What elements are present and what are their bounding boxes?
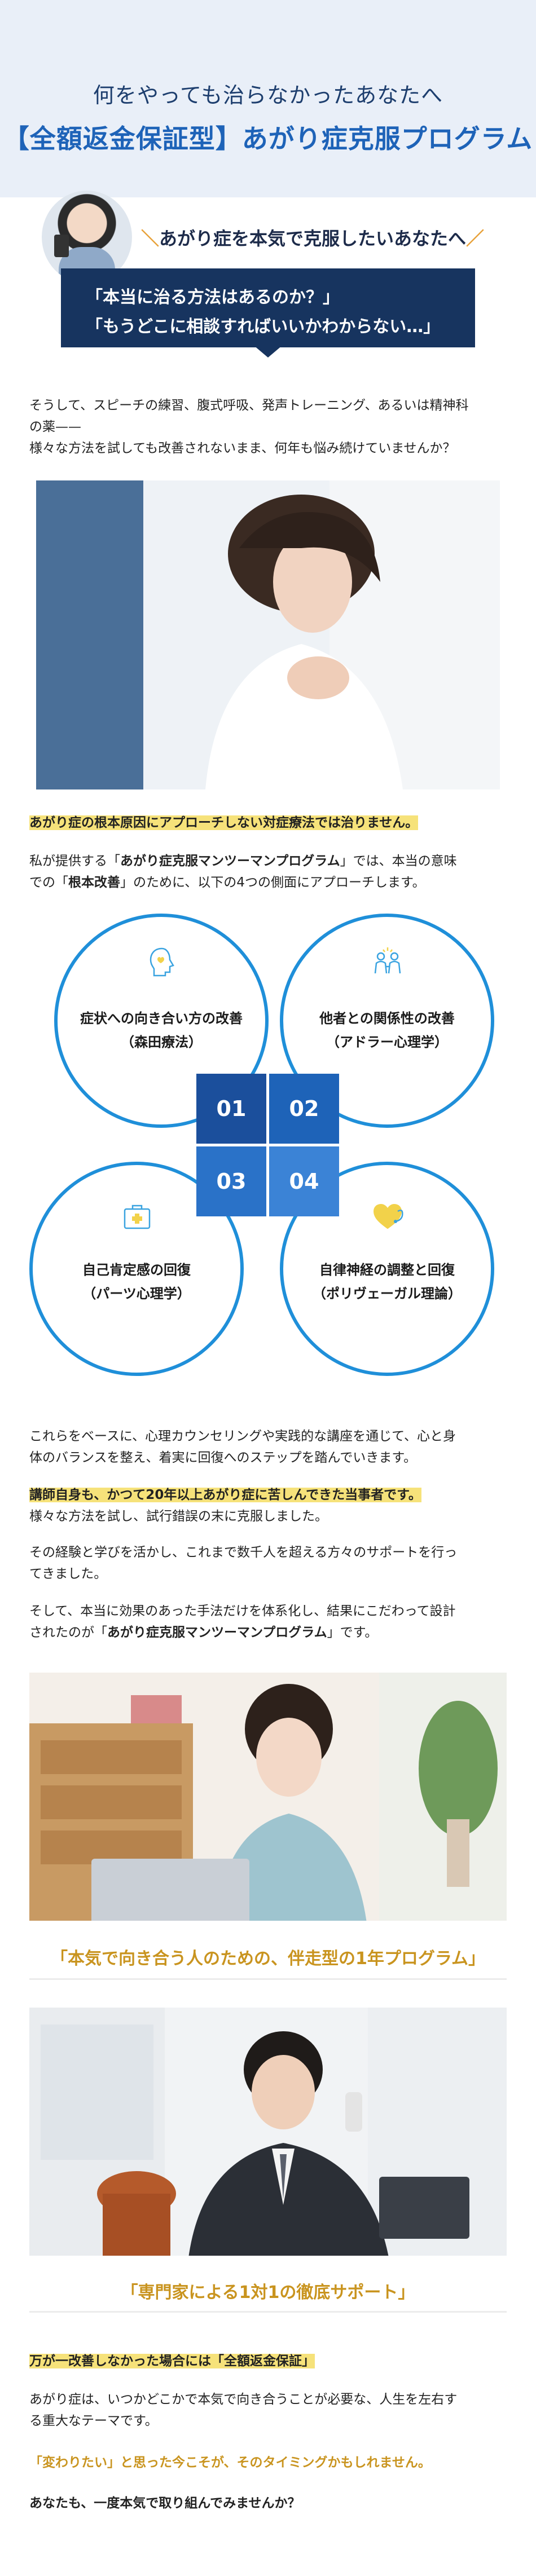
paragraph-1: そうして、スピーチの練習、腹式呼吸、発声トレーニング、あるいは精神科 の薬—— … bbox=[29, 395, 507, 459]
approach-3-title: 自己肯定感の回復 bbox=[82, 1262, 191, 1278]
quote-box: 「本当に治る方法はあるのか？」 「もうどこに相談すればいいかわからない…」 bbox=[61, 268, 475, 347]
hero-title: 【全額返金保証型】あがり症克服プログラム bbox=[3, 123, 533, 154]
quote-line-2: 「もうどこに相談すればいいかわからない…」 bbox=[86, 317, 441, 337]
caption-divider-2 bbox=[29, 2311, 507, 2313]
p2-highlight: あがり症の根本原因にアプローチしない対症療法では治りません。 bbox=[29, 815, 419, 830]
p8-highlight: 万が一改善しなかった場合には「全額返金保証」 bbox=[29, 2354, 315, 2368]
p1-line3: 様々な方法を試しても改善されないまま、何年も悩み続けていませんか？ bbox=[29, 441, 456, 456]
heart-pulse-icon bbox=[373, 1203, 403, 1229]
anxious-woman-photo bbox=[36, 480, 500, 789]
paragraph-8: 万が一改善しなかった場合には「全額返金保証」 bbox=[29, 2350, 507, 2372]
approach-number-04: 04 bbox=[269, 1146, 339, 1216]
paragraph-4: これらをベースに、心理カウンセリングや実践的な講座を通じて、心と身 体のバランス… bbox=[29, 1426, 507, 1468]
p1-line1: そうして、スピーチの練習、腹式呼吸、発声トレーニング、あるいは精神科 bbox=[29, 398, 469, 413]
caption-program: 「本気で向き合う人のための、伴走型の1年プログラム」 bbox=[51, 1949, 485, 1969]
smiling-woman-laptop-photo bbox=[29, 1673, 507, 1932]
approach-2-sub: （アドラー心理学） bbox=[326, 1034, 448, 1050]
p3-line2: での「根本改善」のために、以下の4つの側面にアプローチします。 bbox=[29, 875, 425, 890]
people-icon bbox=[374, 947, 401, 974]
paragraph-7: そして、本当に効果のあった手法だけを体系化し、結果にこだわって設計 されたのが「… bbox=[29, 1600, 507, 1643]
paragraph-10: 「変わりたい」と思った今こそが、そのタイミングかもしれません。 bbox=[29, 2455, 431, 2470]
approach-3-sub: （パーツ心理学） bbox=[82, 1286, 191, 1302]
approach-2-title: 他者との関係性の改善 bbox=[319, 1011, 455, 1026]
approach-4-title: 自律神経の調整と回復 bbox=[319, 1262, 455, 1278]
slash-left: ＼ bbox=[141, 228, 160, 249]
paragraph-2: あがり症の根本原因にアプローチしない対症療法では治りません。 bbox=[29, 812, 507, 833]
p6-line2: てきました。 bbox=[29, 1567, 107, 1581]
p7-line1: そして、本当に効果のあった手法だけを体系化し、結果にこだわって設計 bbox=[29, 1604, 456, 1618]
paragraph-5: 講師自身も、かつて20年以上あがり症に苦しんできた当事者です。 様々な方法を試し… bbox=[29, 1484, 507, 1527]
intro-lead-text: あがり症を本気で克服したいあなたへ bbox=[159, 228, 467, 249]
head-heart-icon bbox=[150, 947, 174, 977]
slash-right: ／ bbox=[466, 228, 485, 249]
p9-line1: あがり症は、いつかどこかで本気で向き合うことが必要な、人生を左右す bbox=[29, 2392, 458, 2407]
caption-support: 「専門家による1対1の徹底サポート」 bbox=[121, 2283, 415, 2302]
approach-1-sub: （森田療法） bbox=[121, 1034, 202, 1050]
p6-line1: その経験と学びを活かし、これまで数千人を超える方々のサポートを行っ bbox=[29, 1545, 458, 1560]
quote-line-1: 「本当に治る方法はあるのか？」 bbox=[86, 288, 340, 307]
approach-4-sub: （ポリヴェーガル理論） bbox=[313, 1286, 462, 1302]
p3-line1: 私が提供する「あがり症克服マンツーマンプログラム」では、本当の意味 bbox=[29, 854, 457, 868]
approach-number-01: 01 bbox=[196, 1074, 266, 1144]
paragraph-3: 私が提供する「あがり症克服マンツーマンプログラム」では、本当の意味 での「根本改… bbox=[29, 850, 507, 893]
approach-number-03: 03 bbox=[196, 1146, 266, 1216]
supporter-man-phone-photo bbox=[29, 2008, 507, 2267]
caption-divider-1 bbox=[29, 1978, 507, 1980]
paragraph-6: その経験と学びを活かし、これまで数千人を超える方々のサポートを行っ てきました。 bbox=[29, 1542, 507, 1585]
p4-line1: これらをベースに、心理カウンセリングや実践的な講座を通じて、心と身 bbox=[29, 1429, 456, 1444]
hero-subtitle: 何をやっても治らなかったあなたへ bbox=[93, 83, 443, 108]
chevron-down-icon bbox=[253, 345, 283, 358]
p1-line2: の薬—— bbox=[29, 420, 81, 434]
worried-man-avatar bbox=[42, 191, 132, 284]
first-aid-kit-icon bbox=[124, 1205, 151, 1229]
approach-number-02: 02 bbox=[269, 1074, 339, 1144]
approach-1-title: 症状への向き合い方の改善 bbox=[80, 1011, 243, 1026]
paragraph-11: あなたも、一度本気で取り組んでみませんか？ bbox=[29, 2496, 301, 2511]
hero-section: 何をやっても治らなかったあなたへ 【全額返金保証型】あがり症克服プログラム bbox=[0, 0, 536, 197]
p4-line2: 体のバランスを整え、着実に回復へのステップを踏んでいきます。 bbox=[29, 1450, 417, 1465]
p5-line2: 様々な方法を試し、試行錯誤の末に克服しました。 bbox=[29, 1509, 328, 1524]
p7-line2: されたのが「あがり症克服マンツーマンプログラム」です。 bbox=[29, 1625, 378, 1640]
intro-lead: ＼あがり症を本気で克服したいあなたへ／ bbox=[141, 224, 513, 250]
p9-line2: る重大なテーマです。 bbox=[29, 2414, 158, 2428]
p5-highlight: 講師自身も、かつて20年以上あがり症に苦しんできた当事者です。 bbox=[29, 1488, 421, 1502]
paragraph-9: あがり症は、いつかどこかで本気で向き合うことが必要な、人生を左右す る重大なテー… bbox=[29, 2389, 507, 2432]
